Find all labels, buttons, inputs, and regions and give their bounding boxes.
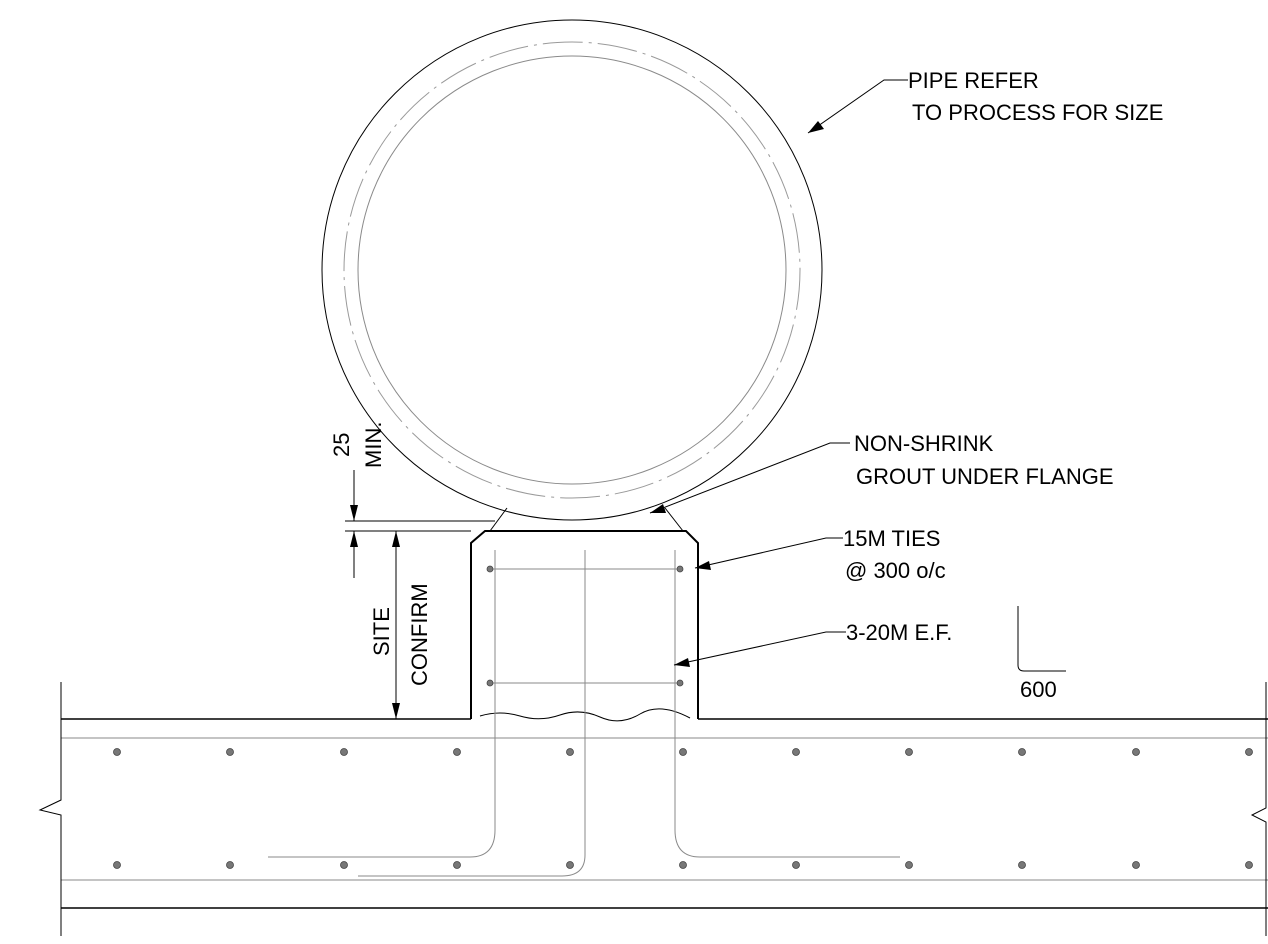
leader-arrowhead [695, 561, 711, 570]
dim-25-label: 25 [329, 433, 354, 457]
rebar-dot [453, 861, 461, 869]
pipe-callout-line2: TO PROCESS FOR SIZE [912, 100, 1163, 125]
rebar-dot [113, 861, 121, 869]
rebar-dot [486, 679, 494, 687]
callout-grout: NON-SHRINK GROUT UNDER FLANGE [649, 431, 1114, 514]
leader-line [649, 442, 850, 514]
dim-min-label: MIN. [361, 422, 386, 468]
slab [38, 682, 1268, 936]
callout-ties: 15M TIES @ 300 o/c [694, 526, 946, 583]
dim-arrowhead [350, 531, 358, 547]
slab-break-right [1250, 682, 1267, 936]
pedestal [268, 530, 900, 877]
callout-bars: 3-20M E.F. [673, 620, 952, 667]
leader-arrowhead [674, 658, 690, 667]
rebar-dot [1132, 861, 1140, 869]
rebar-dot [340, 861, 348, 869]
slab-break-left [38, 682, 62, 936]
rebar-dot [676, 565, 684, 573]
grout-wedges [489, 507, 684, 532]
pipe-outer-wall [321, 19, 823, 521]
rebar-dot [226, 861, 234, 869]
dim-arrowhead [392, 531, 400, 547]
pedestal-outline [470, 530, 699, 719]
leader-line [694, 537, 843, 569]
rebar-dot [792, 861, 800, 869]
rebar-dot [1018, 861, 1026, 869]
leader-arrowhead [808, 121, 824, 133]
grout-callout-line1: NON-SHRINK [854, 431, 994, 456]
rebar-dot [340, 748, 348, 756]
dowel-center [358, 550, 586, 877]
dowel-left [268, 550, 496, 858]
dimension-25-min: 25 MIN. [329, 422, 495, 578]
dim-arrowhead [350, 505, 358, 521]
pedestal-break-line [479, 708, 691, 722]
dimension-site-confirm: SITE CONFIRM [369, 531, 432, 719]
rebar-dot [1018, 748, 1026, 756]
leader-line [807, 79, 908, 134]
slab-top-rebar [113, 748, 1253, 756]
rebar-dot [679, 748, 687, 756]
grout-wedge-right [664, 507, 684, 532]
dim-site-label: SITE [369, 607, 394, 656]
rebar-dot [792, 748, 800, 756]
dim-confirm-label: CONFIRM [407, 583, 432, 686]
pipe-callout-line1: PIPE REFER [908, 68, 1039, 93]
grout-wedge-left [489, 507, 508, 532]
ties-callout-line2: @ 300 o/c [845, 558, 946, 583]
rebar-dot [905, 748, 913, 756]
width-dimension-600: 600 [1017, 606, 1066, 702]
rebar-dot [113, 748, 121, 756]
ties-callout-line1: 15M TIES [843, 526, 940, 551]
leader-line [673, 631, 846, 666]
rebar-dot [676, 679, 684, 687]
rebar-dot [1132, 748, 1140, 756]
dowel-right [674, 550, 900, 858]
bars-callout: 3-20M E.F. [846, 620, 952, 645]
rebar-dot [566, 748, 574, 756]
slab-bottom-rebar [113, 861, 1253, 869]
rebar-dot [486, 565, 494, 573]
pipe-inner-wall [357, 55, 787, 485]
width-600-label: 600 [1020, 677, 1057, 702]
rebar-dot [1245, 748, 1253, 756]
dim-arrowhead [392, 703, 400, 719]
rebar-dot [566, 861, 574, 869]
rebar-dot [905, 861, 913, 869]
pipe [321, 19, 823, 521]
rebar-dot [679, 861, 687, 869]
grout-callout-line2: GROUT UNDER FLANGE [856, 464, 1114, 489]
width-marker-line [1017, 606, 1066, 672]
rebar-dot [226, 748, 234, 756]
leader-arrowhead [650, 504, 666, 513]
callout-pipe: PIPE REFER TO PROCESS FOR SIZE [807, 68, 1163, 134]
rebar-dot [1245, 861, 1253, 869]
pipe-centerline-circle [343, 41, 801, 499]
rebar-dot [453, 748, 461, 756]
